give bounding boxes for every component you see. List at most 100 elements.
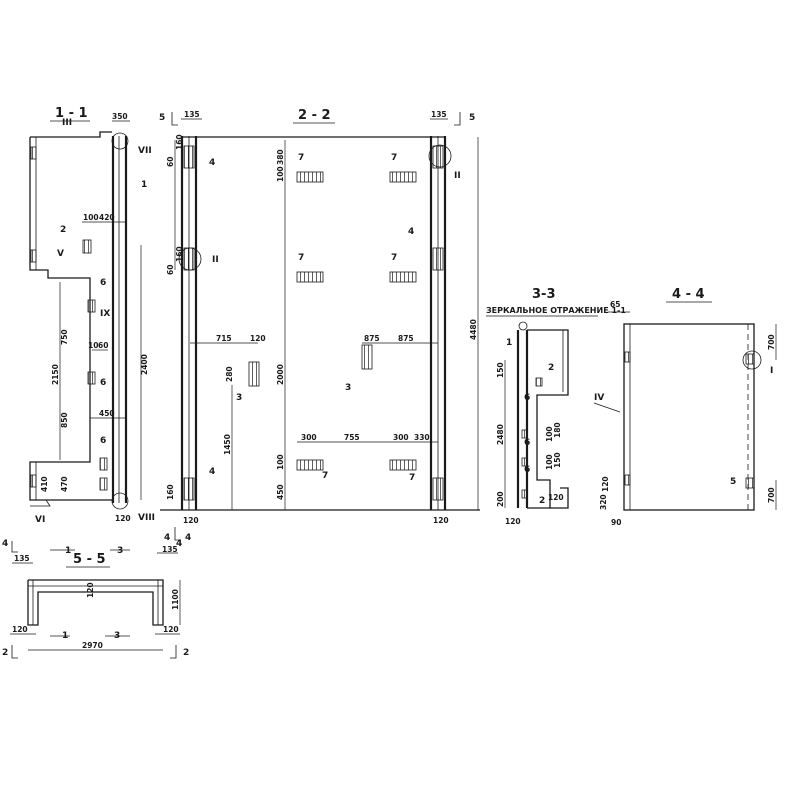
svg-text:120: 120 bbox=[115, 514, 131, 523]
svg-text:7: 7 bbox=[391, 153, 397, 163]
svg-text:II: II bbox=[212, 255, 219, 265]
svg-text:120: 120 bbox=[505, 517, 521, 526]
svg-text:300: 300 bbox=[301, 433, 317, 442]
svg-text:450: 450 bbox=[276, 484, 285, 500]
svg-text:120: 120 bbox=[12, 625, 28, 634]
svg-text:450: 450 bbox=[99, 409, 115, 418]
svg-text:160: 160 bbox=[175, 246, 184, 262]
svg-text:III: III bbox=[62, 118, 72, 128]
svg-text:875: 875 bbox=[364, 334, 380, 343]
svg-text:2: 2 bbox=[60, 225, 66, 235]
svg-text:5: 5 bbox=[469, 113, 475, 123]
svg-text:2: 2 bbox=[2, 648, 8, 658]
svg-text:120: 120 bbox=[548, 493, 564, 502]
svg-text:2150: 2150 bbox=[51, 364, 60, 385]
view-title-5-5: 5 - 5 bbox=[73, 552, 106, 567]
svg-text:6: 6 bbox=[100, 378, 106, 388]
svg-text:6: 6 bbox=[524, 393, 530, 403]
svg-text:160: 160 bbox=[175, 134, 184, 150]
svg-text:100: 100 bbox=[276, 454, 285, 470]
section-2-2: 2 - 2 5 5 135 135 bbox=[159, 108, 480, 543]
svg-text:350: 350 bbox=[112, 112, 128, 121]
svg-text:330: 330 bbox=[414, 433, 430, 442]
svg-text:2970: 2970 bbox=[82, 641, 103, 650]
svg-text:5: 5 bbox=[159, 113, 165, 123]
mirror-note: ЗЕРКАЛЬНОЕ ОТРАЖЕНИЕ 1-1 bbox=[486, 306, 626, 315]
svg-text:2: 2 bbox=[539, 496, 545, 506]
svg-text:4: 4 bbox=[164, 533, 170, 543]
svg-text:VI: VI bbox=[35, 515, 45, 525]
svg-text:1100: 1100 bbox=[171, 589, 180, 610]
svg-text:6: 6 bbox=[524, 465, 530, 475]
svg-text:4: 4 bbox=[185, 533, 191, 543]
svg-text:90: 90 bbox=[611, 518, 621, 527]
svg-text:IX: IX bbox=[100, 309, 110, 319]
svg-text:875: 875 bbox=[398, 334, 414, 343]
svg-text:160: 160 bbox=[166, 484, 175, 500]
svg-text:7: 7 bbox=[298, 153, 304, 163]
svg-text:850: 850 bbox=[60, 412, 69, 428]
svg-text:6: 6 bbox=[100, 436, 106, 446]
svg-text:5: 5 bbox=[730, 477, 736, 487]
svg-text:135: 135 bbox=[14, 554, 30, 563]
svg-text:100: 100 bbox=[83, 213, 99, 222]
svg-text:700: 700 bbox=[767, 487, 776, 503]
section-1-1: 1 - 1 350 420 100 2150 750 850 10 bbox=[29, 106, 155, 525]
svg-text:380: 380 bbox=[276, 149, 285, 165]
svg-text:700: 700 bbox=[767, 334, 776, 350]
svg-text:10: 10 bbox=[88, 341, 98, 350]
svg-text:4: 4 bbox=[209, 158, 215, 168]
svg-text:135: 135 bbox=[184, 110, 200, 119]
svg-text:7: 7 bbox=[391, 253, 397, 263]
svg-text:3: 3 bbox=[345, 383, 351, 393]
svg-text:100: 100 bbox=[276, 166, 285, 182]
svg-text:470: 470 bbox=[60, 476, 69, 492]
svg-text:3: 3 bbox=[236, 393, 242, 403]
svg-text:1: 1 bbox=[141, 180, 147, 190]
svg-text:4: 4 bbox=[176, 539, 182, 549]
svg-text:280: 280 bbox=[225, 366, 234, 382]
svg-text:750: 750 bbox=[60, 329, 69, 345]
svg-text:420: 420 bbox=[99, 213, 115, 222]
svg-text:60: 60 bbox=[166, 157, 175, 167]
svg-text:100: 100 bbox=[545, 426, 554, 442]
svg-text:120: 120 bbox=[183, 516, 199, 525]
svg-text:100: 100 bbox=[545, 454, 554, 470]
svg-text:715: 715 bbox=[216, 334, 232, 343]
view-title-2-2: 2 - 2 bbox=[298, 108, 331, 123]
svg-text:I: I bbox=[770, 366, 773, 376]
svg-text:200: 200 bbox=[496, 491, 505, 507]
svg-text:120: 120 bbox=[433, 516, 449, 525]
svg-text:150: 150 bbox=[496, 362, 505, 378]
svg-text:300: 300 bbox=[393, 433, 409, 442]
svg-text:120: 120 bbox=[250, 334, 266, 343]
section-5-5: 5 - 5 4 4 2 2 1 3 1 3 135 135 120 1100 1… bbox=[2, 539, 189, 659]
svg-text:120: 120 bbox=[163, 625, 179, 634]
svg-text:150: 150 bbox=[553, 452, 562, 468]
view-title-3-3: 3-3 bbox=[532, 287, 556, 302]
section-4-4: 4 - 4 65 700 700 120 320 90 IV I 5 bbox=[593, 287, 777, 527]
view-title-4-4: 4 - 4 bbox=[672, 287, 705, 302]
svg-text:VIII: VIII bbox=[138, 513, 155, 523]
svg-text:2480: 2480 bbox=[496, 424, 505, 445]
svg-text:60: 60 bbox=[98, 341, 108, 350]
section-3-3: 3-3 ЗЕРКАЛЬНОЕ ОТРАЖЕНИЕ 1-1 150 2480 20… bbox=[486, 287, 626, 526]
svg-text:6: 6 bbox=[524, 438, 530, 448]
svg-text:1: 1 bbox=[65, 546, 71, 556]
svg-text:120: 120 bbox=[601, 476, 610, 492]
view-title-1-1: 1 - 1 bbox=[55, 106, 88, 121]
svg-text:755: 755 bbox=[344, 433, 360, 442]
svg-text:135: 135 bbox=[431, 110, 447, 119]
svg-text:180: 180 bbox=[553, 422, 562, 438]
svg-text:IV: IV bbox=[594, 393, 604, 403]
svg-text:320: 320 bbox=[599, 494, 608, 510]
svg-text:65: 65 bbox=[610, 300, 620, 309]
svg-text:2400: 2400 bbox=[140, 354, 149, 375]
svg-text:2: 2 bbox=[548, 363, 554, 373]
svg-text:120: 120 bbox=[86, 582, 95, 598]
svg-text:135: 135 bbox=[162, 545, 178, 554]
svg-text:3: 3 bbox=[117, 546, 123, 556]
svg-text:II: II bbox=[454, 171, 461, 181]
